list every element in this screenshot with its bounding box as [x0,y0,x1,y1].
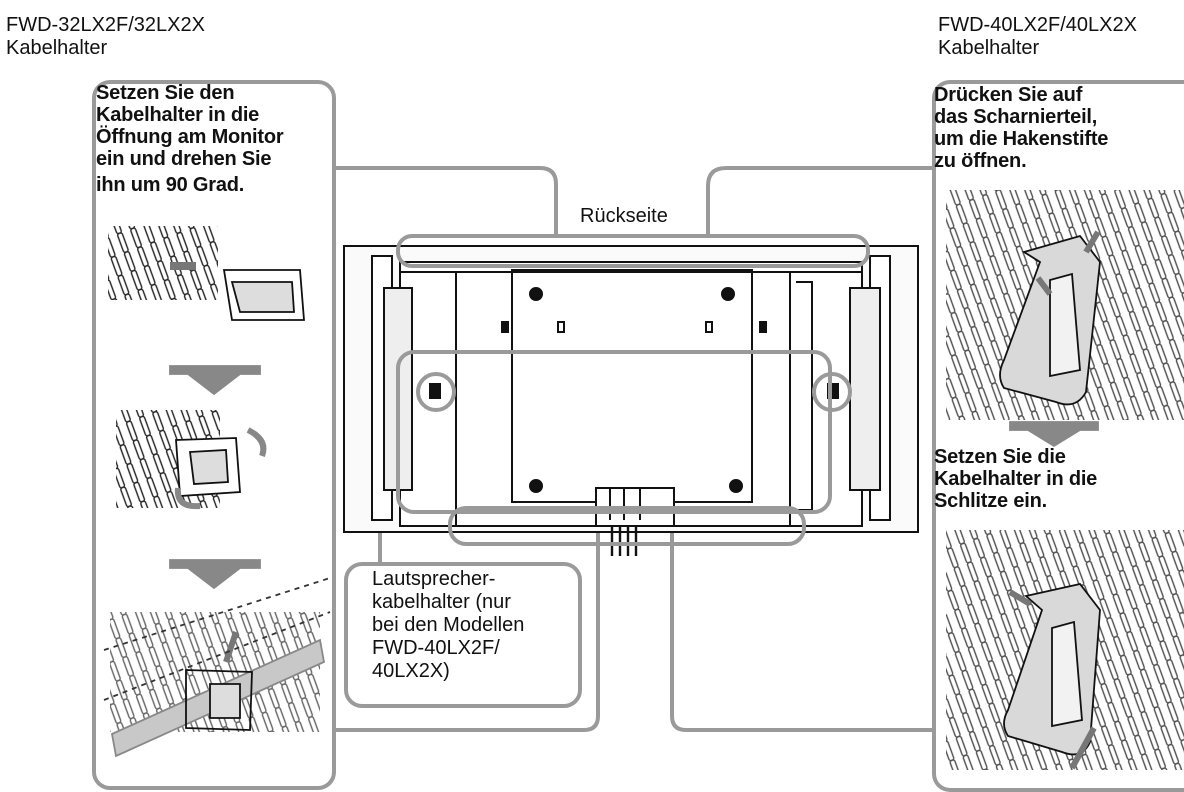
monitor-rear [343,245,919,556]
left-instruction-panel [92,80,336,790]
right-part-name: Kabelhalter [938,37,1040,59]
right-instruction-text-2: Setzen Sie die Kabelhalter in die Schlit… [934,446,1097,512]
right-instruction-line: zu öffnen. [934,150,1027,172]
left-instruction-line: Kabelhalter in die [96,104,260,126]
right-instruction-line: Kabelhalter in die [934,468,1098,490]
left-instruction-line: Setzen Sie den [96,82,235,104]
right-model-title: FWD-40LX2F/40LX2X Kabelhalter [938,14,1137,60]
left-step-illustrations [103,226,331,758]
highlight-loops [396,234,870,546]
left-instruction-line: ein und drehen Sie [96,148,272,170]
right-instruction-panel [932,80,1184,792]
speaker-holder-callout [344,562,582,708]
right-instruction-line: Drücken Sie auf [934,84,1083,106]
left-model-name: FWD-32LX2F/32LX2X [6,14,205,36]
right-instruction-line: Setzen Sie die [934,446,1066,468]
speaker-label-line: 40LX2X) [372,660,450,682]
right-step-illustrations [946,190,1184,770]
rear-side-label: Rückseite [580,205,668,227]
left-instruction-line: Öffnung am Monitor [96,126,284,148]
right-model-name: FWD-40LX2F/40LX2X [938,14,1137,36]
left-instruction-text: Setzen Sie den Kabelhalter in die Öffnun… [96,82,284,196]
speaker-label-line: kabelhalter (nur [372,591,511,613]
right-instruction-text-1: Drücken Sie auf das Scharnierteil, um di… [934,84,1108,172]
right-instruction-line: Schlitze ein. [934,490,1047,512]
speaker-label-line: bei den Modellen [372,614,525,636]
speaker-label-line: FWD-40LX2F/ [372,637,500,659]
right-instruction-line: um die Hakenstifte [934,128,1109,150]
left-instruction-line: ihn um 90 Grad. [96,174,245,196]
speaker-label-line: Lautsprecher- [372,568,496,590]
left-part-name: Kabelhalter [6,37,108,59]
right-instruction-line: das Scharnierteil, [934,106,1098,128]
left-model-title: FWD-32LX2F/32LX2X Kabelhalter [6,14,205,60]
speaker-holder-label: Lautsprecher- kabelhalter (nur bei den M… [372,568,524,683]
